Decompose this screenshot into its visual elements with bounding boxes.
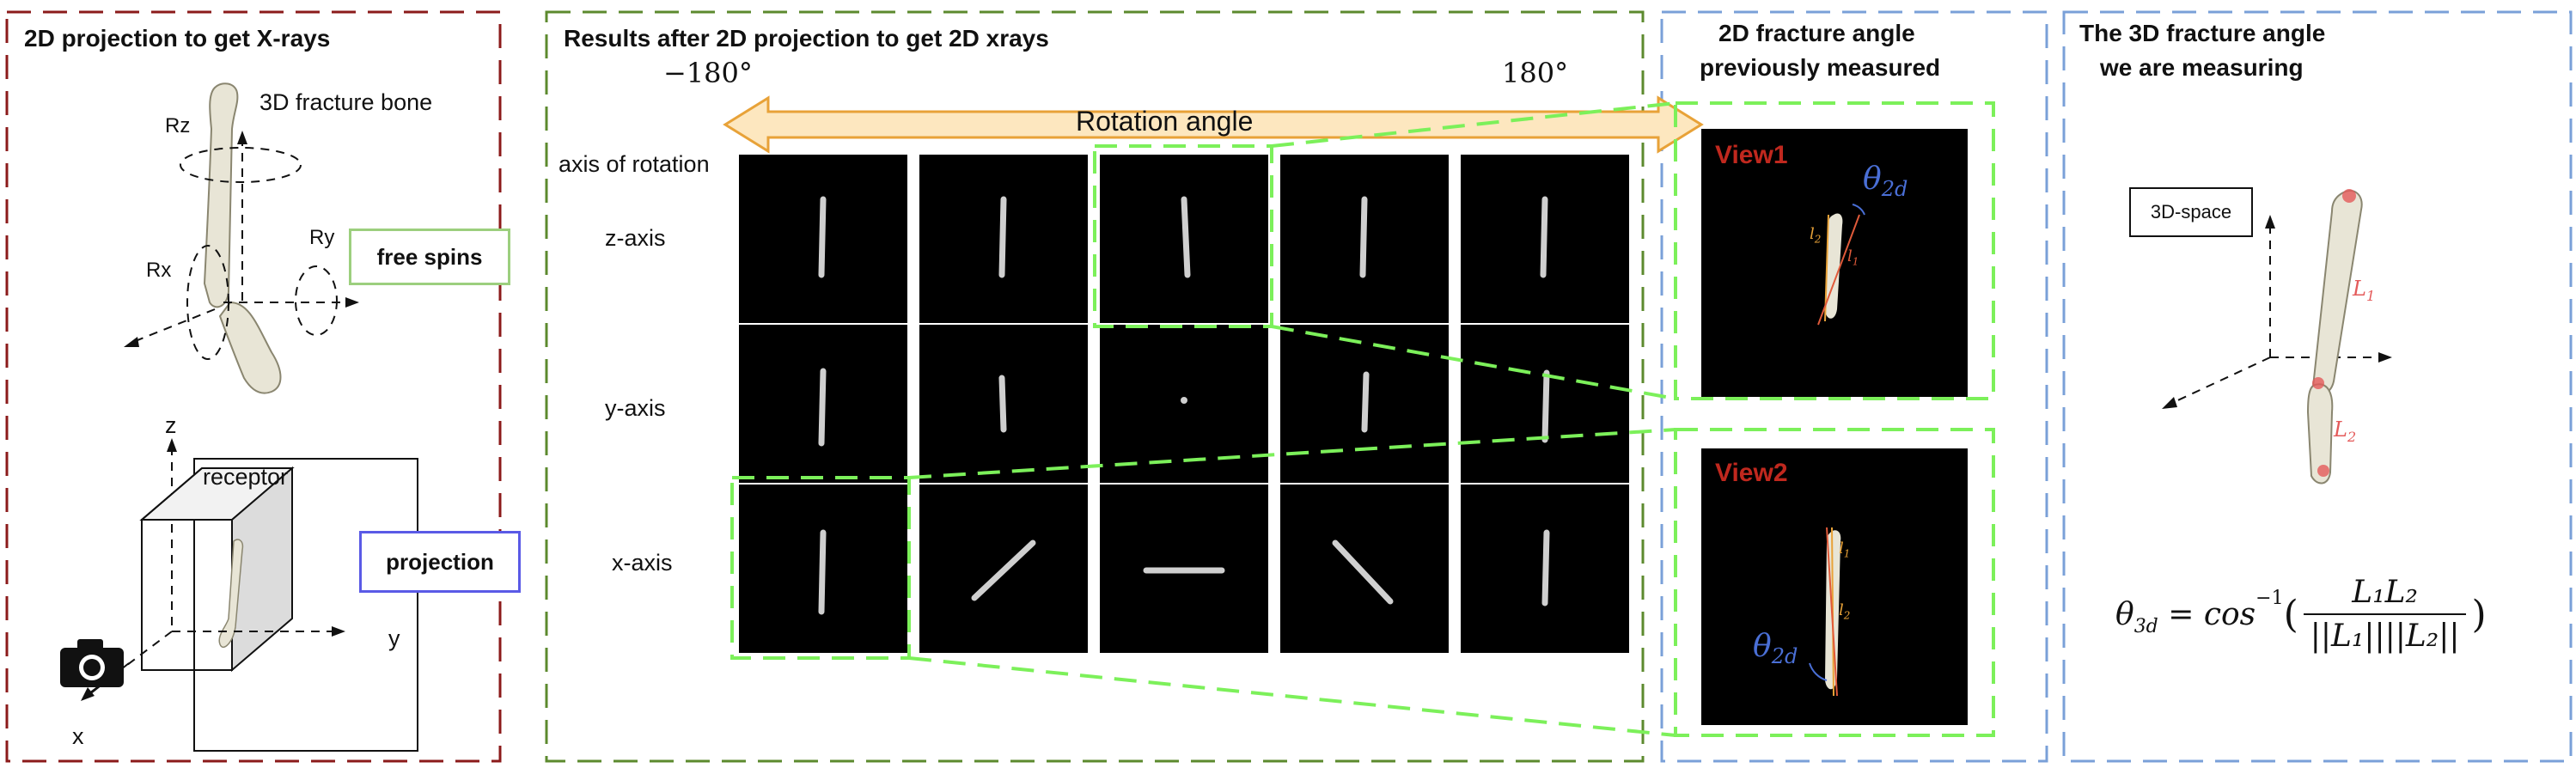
view1-l1: l1 xyxy=(1847,247,1859,268)
formula-numerator: L₁L₂ xyxy=(2352,575,2418,610)
L2-label: L2 xyxy=(2334,418,2356,445)
camera-icon xyxy=(60,639,124,687)
row-label-z-axis: z-axis xyxy=(605,225,666,251)
projection-box: projection xyxy=(359,531,521,593)
panel-3-title-line1: 2D fracture angle xyxy=(1718,20,1915,46)
view1-l2: l2 xyxy=(1810,225,1821,246)
xray-x-3 xyxy=(1100,485,1268,653)
xray-z-4 xyxy=(1280,155,1449,323)
L2-sub: 2 xyxy=(2347,428,2357,445)
xray-y-5 xyxy=(1461,325,1629,483)
formula-denominator: ||L₁||||L₂|| xyxy=(2310,619,2460,654)
z-axis-label: z xyxy=(165,412,177,438)
xray-y-1 xyxy=(739,325,907,483)
xray-y-4 xyxy=(1280,325,1449,483)
axis-of-rotation-label: axis of rotation xyxy=(559,151,710,177)
panel-3-title-line2: previously measured xyxy=(1700,54,1941,81)
xray-x-2 xyxy=(919,485,1088,653)
xray-z-2 xyxy=(919,155,1088,323)
y-axis-label: y xyxy=(388,625,400,651)
view1-theta-symbol: θ xyxy=(1863,162,1882,197)
ry-label: Ry xyxy=(309,226,335,249)
L1-label: L1 xyxy=(2353,277,2375,304)
view1-label: View1 xyxy=(1715,141,1788,169)
view1-l2-letter: l xyxy=(1810,225,1815,243)
formula-cos-sup: −1 xyxy=(2256,588,2284,609)
row-label-y-axis: y-axis xyxy=(605,395,666,421)
rx-label: Rx xyxy=(146,259,172,282)
view2-l2-sub: 2 xyxy=(1843,609,1851,622)
panel-4-title-line2: we are measuring xyxy=(2100,54,2304,81)
row-label-x-axis: x-axis xyxy=(612,550,673,576)
formula-fraction: L₁L₂ ||L₁||||L₂|| xyxy=(2303,575,2467,654)
projection-setup-illustration xyxy=(81,438,418,752)
view2-l1-letter: l xyxy=(1839,539,1844,558)
view2-l2: l2 xyxy=(1839,601,1850,622)
panel-2-title: Results after 2D projection to get 2D xr… xyxy=(564,25,1049,52)
receptor-label: receptor xyxy=(203,464,289,490)
xray-z-3 xyxy=(1100,155,1268,323)
L2-letter: L xyxy=(2334,418,2347,442)
right-angle-label: 180° xyxy=(1502,57,1569,89)
xray-x-5 xyxy=(1461,485,1629,653)
formula-theta-sub: 3d xyxy=(2133,616,2158,637)
panel-4-title-line1: The 3D fracture angle xyxy=(2079,20,2326,46)
fracture-bone-illustration xyxy=(124,82,359,394)
view2-theta-symbol: θ xyxy=(1753,629,1772,664)
view2-image xyxy=(1701,448,1968,725)
bone-label: 3D fracture bone xyxy=(259,89,433,115)
formula-cos: cos xyxy=(2203,596,2256,632)
xray-z-1 xyxy=(739,155,907,323)
free-spins-box: free spins xyxy=(349,229,510,285)
formula-theta: θ xyxy=(2115,596,2134,632)
panel-1-title: 2D projection to get X-rays xyxy=(24,25,331,52)
3d-bone-illustration xyxy=(2162,189,2392,485)
view1-l1-sub: 1 xyxy=(1852,255,1859,268)
view1-theta-sub: 2d xyxy=(1881,177,1908,202)
xray-x-4 xyxy=(1280,485,1449,653)
L1-sub: 1 xyxy=(2365,287,2376,304)
view1-l1-letter: l xyxy=(1847,247,1853,265)
xray-y-2 xyxy=(919,325,1088,483)
view1-theta: θ2d xyxy=(1863,162,1908,201)
formula-open-paren: ( xyxy=(2283,592,2298,637)
view1-l2-sub: 2 xyxy=(1814,233,1822,246)
xray-y-3 xyxy=(1100,325,1268,483)
view2-label: View2 xyxy=(1715,459,1788,487)
formula-fraction-bar xyxy=(2303,613,2467,615)
view2-l1-sub: 1 xyxy=(1843,547,1851,560)
view2-theta: θ2d xyxy=(1753,629,1798,668)
3d-space-box: 3D-space xyxy=(2129,187,2253,237)
view2-theta-sub: 2d xyxy=(1771,644,1798,669)
xray-x-1 xyxy=(739,485,907,653)
view2-l1: l1 xyxy=(1839,539,1850,560)
xray-z-5 xyxy=(1461,155,1629,323)
rz-label: Rz xyxy=(165,114,191,137)
view2-l2-letter: l xyxy=(1839,601,1844,619)
formula-equals: = xyxy=(2158,596,2204,632)
rotation-angle-label: Rotation angle xyxy=(1076,106,1254,137)
fracture-angle-formula: θ 3d = cos −1 ( L₁L₂ ||L₁||||L₂|| ) xyxy=(2115,558,2487,670)
formula-close-paren: ) xyxy=(2471,592,2487,637)
L1-letter: L xyxy=(2353,277,2366,301)
x-axis-label: x xyxy=(72,723,84,749)
left-angle-label: −180° xyxy=(663,57,753,89)
